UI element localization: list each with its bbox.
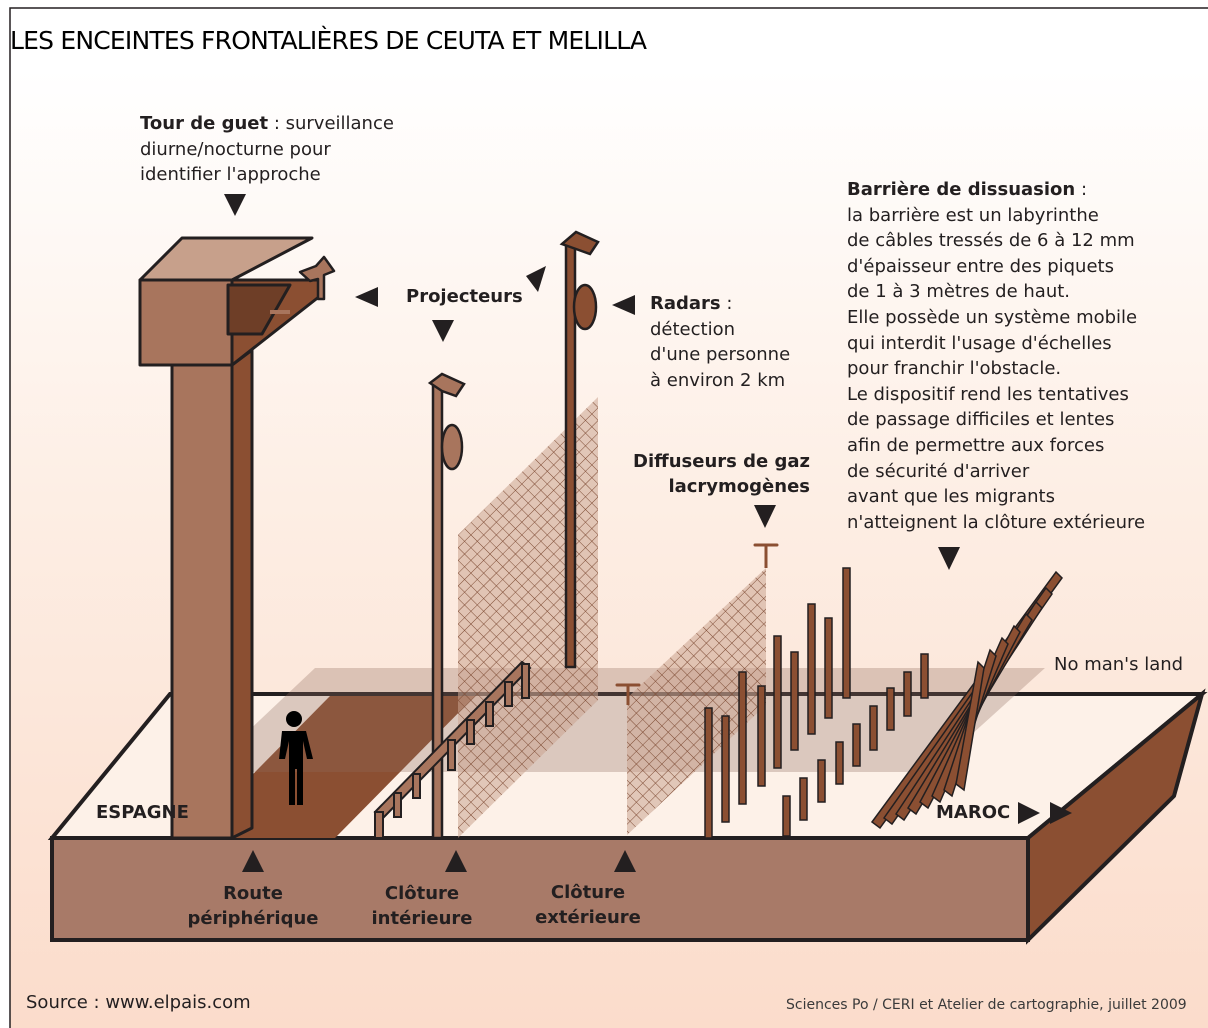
radars-text-3: à environ 2 km — [650, 369, 786, 391]
route-line-1: Route — [223, 883, 283, 904]
arrow-up-projecteurs — [526, 266, 546, 292]
radars-title: Radars — [650, 293, 721, 314]
cloture-int-line-2: intérieure — [371, 908, 473, 929]
radars-text-1: détection — [650, 318, 736, 340]
barriere-line: Elle possède un système mobile — [847, 306, 1138, 328]
pointer-arrows — [224, 194, 1072, 872]
route-label: Route périphérique — [168, 881, 338, 931]
arrow-down-tower — [224, 194, 246, 216]
barriere-sep: : — [1075, 179, 1088, 200]
arrow-down-barriere — [938, 547, 960, 570]
barriere-line: afin de permettre aux forces — [847, 434, 1105, 456]
projecteurs-label: Projecteurs — [406, 286, 523, 307]
barriere-line: la barrière est un labyrinthe — [847, 204, 1099, 226]
gaz-line-1: Diffuseurs de gaz — [633, 451, 810, 472]
cloture-ext-line-1: Clôture — [550, 882, 626, 903]
projector-pole-2 — [559, 230, 600, 669]
no-mans-land-label: No man's land — [1054, 654, 1184, 675]
route-line-2: périphérique — [187, 908, 319, 929]
arrow-left-tower-light — [355, 287, 378, 307]
credit-note: Sciences Po / CERI et Atelier de cartogr… — [786, 997, 1187, 1013]
cloture-int-line-1: Clôture — [384, 883, 460, 904]
page-title: LES ENCEINTES FRONTALIÈRES DE CEUTA ET M… — [10, 26, 647, 55]
interior-fence-mesh — [458, 397, 598, 838]
route-road — [190, 696, 475, 838]
arrow-right-maroc-1 — [1018, 802, 1040, 824]
tower-text-2: diurne/nocturne pour — [140, 138, 331, 160]
no-mans-land-zone — [205, 668, 1045, 772]
projector-pole-1 — [427, 372, 466, 840]
cloture-int-label: Clôture intérieure — [352, 881, 492, 931]
tower-text-3: identifier l'approche — [140, 164, 321, 186]
barriere-line: de câbles tressés de 6 à 12 mm — [847, 230, 1135, 252]
person-silhouette — [279, 711, 313, 805]
barriere-line: de sécurité d'arriver — [847, 460, 1030, 482]
deterrent-cables — [870, 570, 1063, 830]
gaz-annotation: Diffuseurs de gaz lacrymogènes — [610, 449, 810, 499]
gas-diffusers — [615, 543, 779, 705]
barriere-title: Barrière de dissuasion — [847, 179, 1076, 200]
source-note: Source : www.elpais.com — [26, 992, 251, 1013]
gaz-line-2: lacrymogènes — [668, 476, 810, 497]
radars-text-2: d'une personne — [650, 344, 791, 366]
radars-sep: : — [720, 293, 733, 314]
arrow-up-route — [242, 850, 264, 872]
barriere-line: de passage difficiles et lentes — [847, 409, 1115, 431]
barriere-line: d'épaisseur entre des piquets — [847, 255, 1114, 277]
espagne-label: ESPAGNE — [96, 802, 189, 823]
arrow-down-projecteurs — [432, 320, 454, 342]
barriere-line: pour franchir l'obstacle. — [847, 358, 1062, 380]
arrow-up-cloture-ext — [614, 850, 636, 872]
interior-fence-rail — [373, 660, 532, 839]
barriere-line: avant que les migrants — [847, 486, 1055, 508]
radars-annotation: Radars : détection d'une personne à envi… — [650, 291, 790, 393]
tower-text-1: : surveillance — [268, 113, 394, 134]
cloture-ext-label: Clôture extérieure — [518, 880, 658, 930]
tower-title: Tour de guet — [140, 113, 269, 134]
barriere-line: qui interdit l'usage d'échelles — [847, 332, 1112, 354]
deterrent-posts — [704, 567, 929, 839]
exterior-fence-mesh — [627, 568, 766, 835]
tower-annotation: Tour de guet : surveillance diurne/noctu… — [140, 111, 394, 188]
barriere-line: de 1 à 3 mètres de haut. — [847, 281, 1071, 303]
barriere-annotation: Barrière de dissuasion : la barrière est… — [847, 177, 1145, 535]
cloture-ext-line-2: extérieure — [535, 907, 641, 928]
arrow-down-gaz — [754, 505, 776, 528]
barriere-line: n'atteignent la clôture extérieure — [847, 511, 1146, 533]
watchtower — [138, 236, 336, 840]
barriere-line: Le dispositif rend les tentatives — [847, 383, 1129, 405]
arrow-right-maroc-2 — [1050, 802, 1072, 824]
arrow-left-radars — [612, 295, 635, 315]
frame-border — [9, 7, 1208, 1028]
arrow-up-cloture-int — [445, 850, 467, 872]
maroc-label: MAROC — [936, 802, 1011, 823]
